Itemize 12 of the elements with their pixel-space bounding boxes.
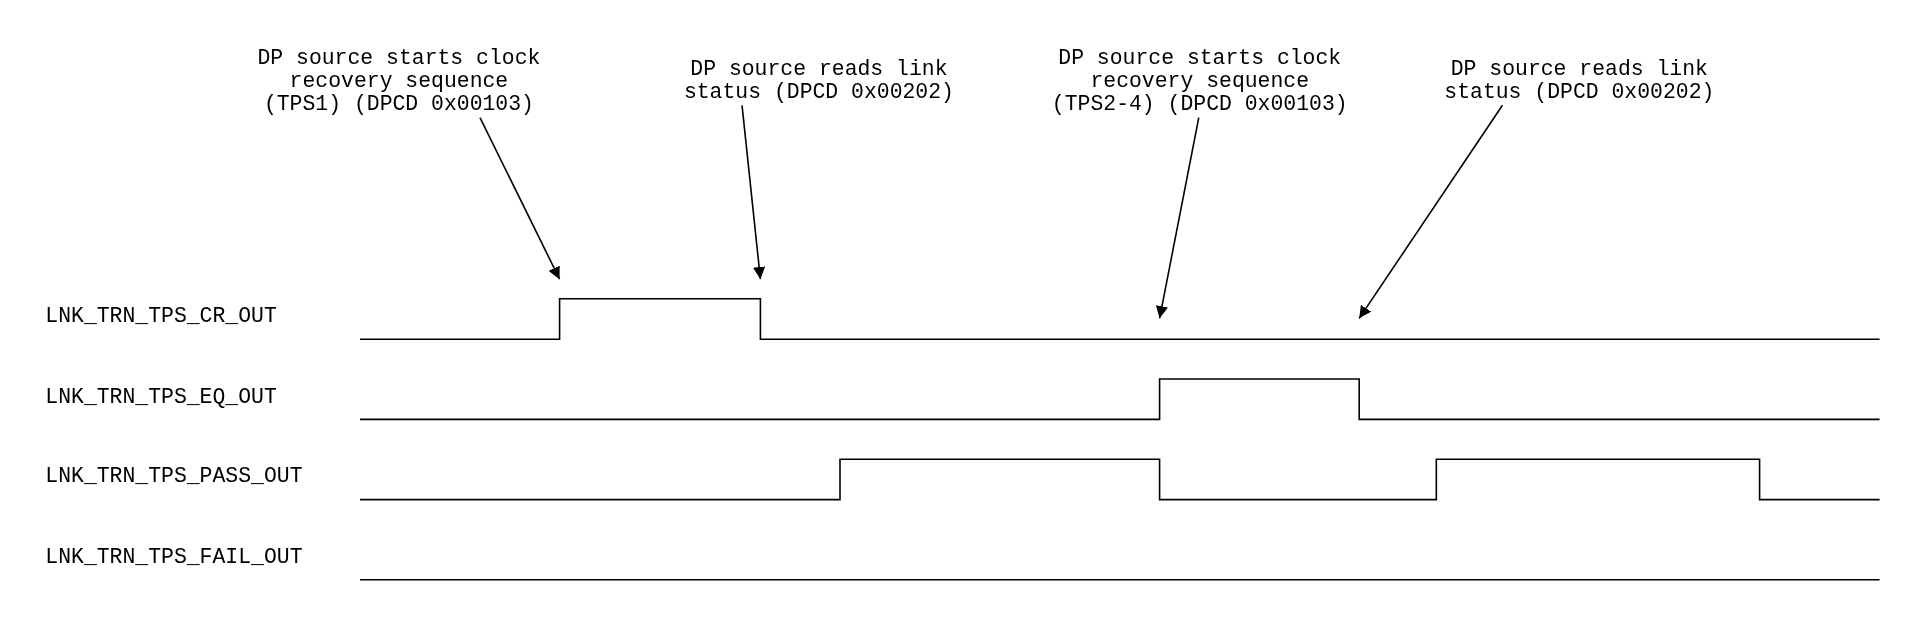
signal-name: LNK_TRN_TPS_EQ_OUT bbox=[45, 385, 277, 409]
annotation-text: DP source reads link status (DPCD 0x00202) bbox=[1430, 57, 1728, 105]
annotation-text: DP source starts clock recovery sequence (TPS2-4) (DPCD 0x00103) bbox=[1051, 46, 1349, 117]
annotation-text: DP source starts clock recovery sequence (TPS1) (DPCD 0x00103) bbox=[250, 46, 548, 117]
signal-name: LNK_TRN_TPS_CR_OUT bbox=[45, 304, 277, 329]
leader-arrow bbox=[741, 104, 766, 280]
signal-name: LNK_TRN_TPS_PASS_OUT bbox=[45, 465, 303, 489]
annotation-text: DP source reads link status (DPCD 0x00202) bbox=[670, 57, 968, 105]
leader-arrow bbox=[1358, 104, 1504, 320]
leader-arrow bbox=[1155, 116, 1200, 320]
signal-name: LNK_TRN_TPS_FAIL_OUT bbox=[45, 545, 303, 569]
leader-arrow bbox=[479, 116, 561, 280]
